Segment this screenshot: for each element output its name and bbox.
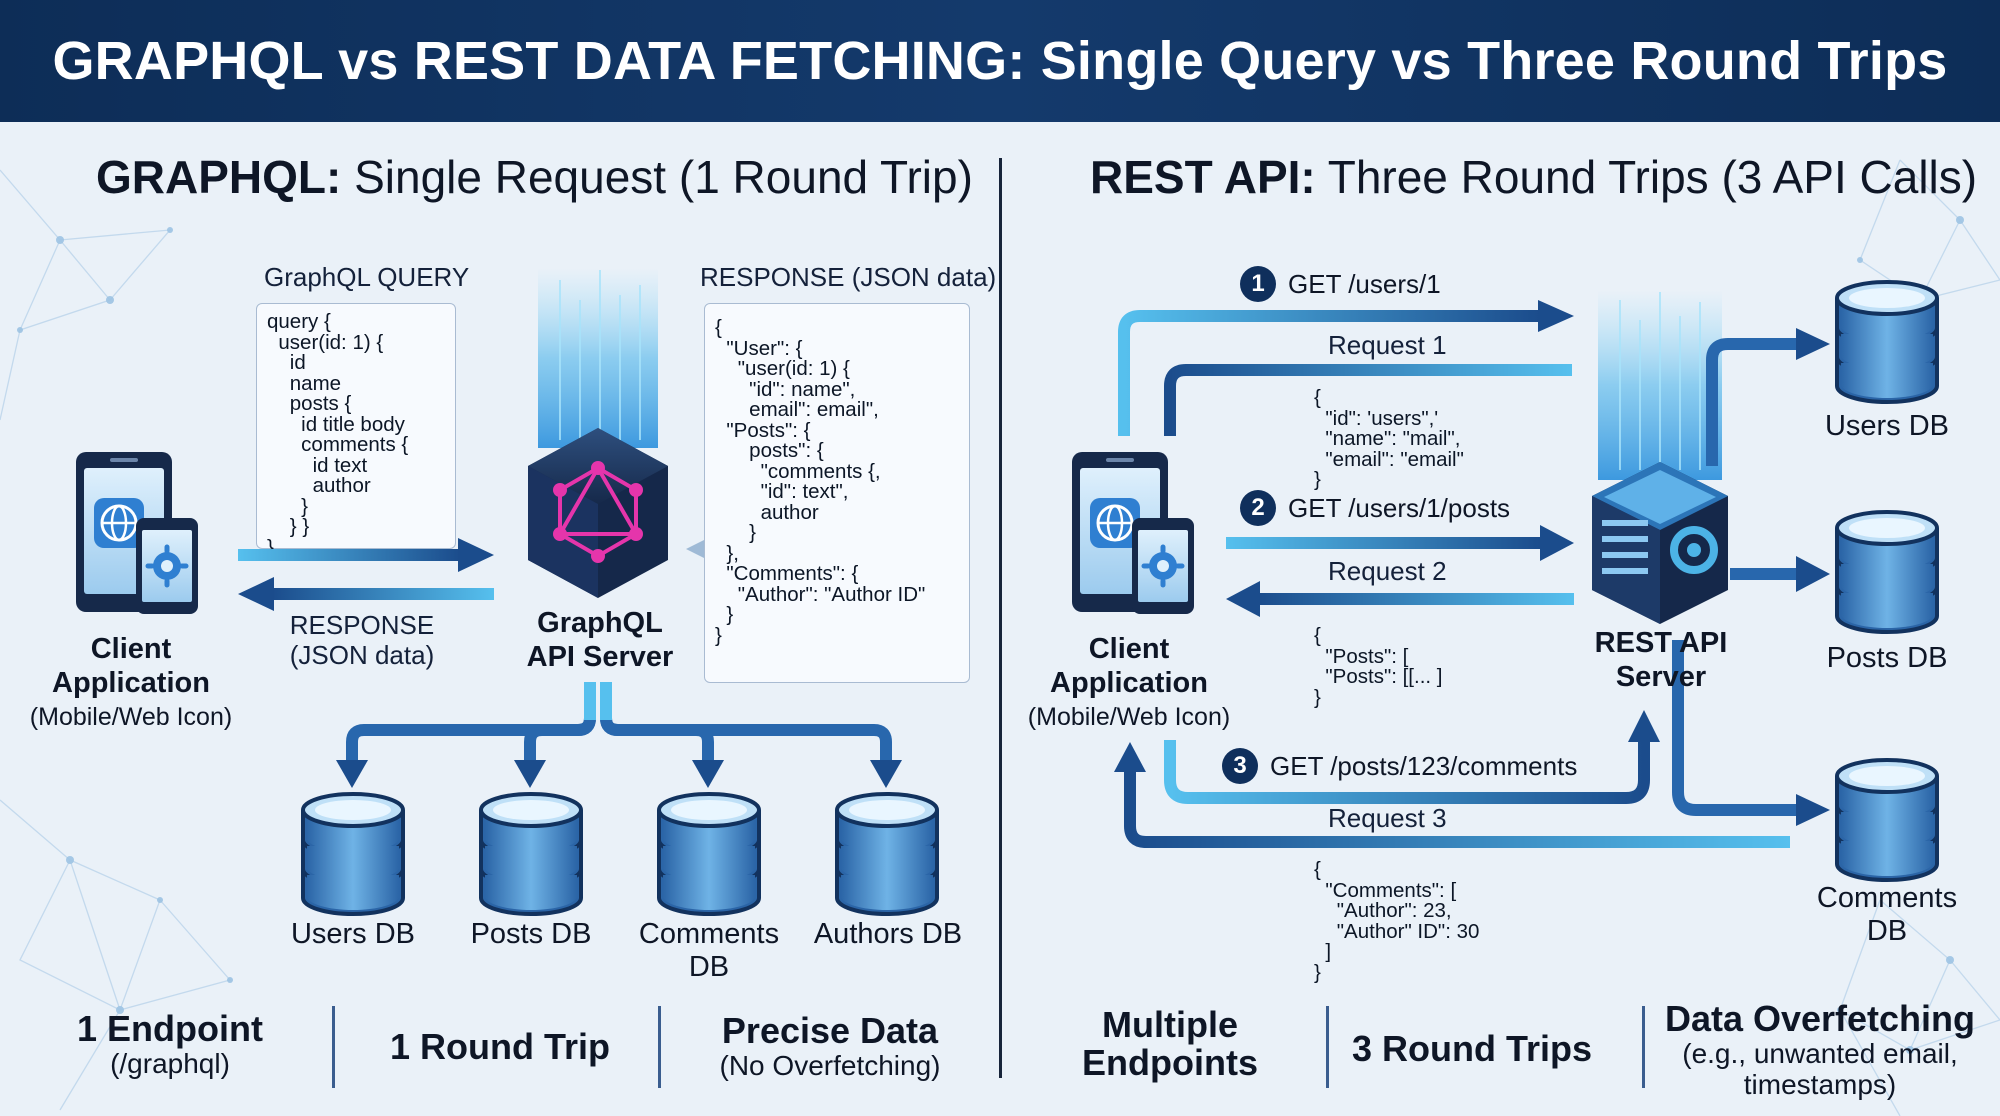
rest-server-to-users-db-arrow: [1706, 328, 1830, 466]
rest-server-to-posts-db-arrow: [1730, 556, 1830, 592]
rest-step2-request-arrow: [1226, 525, 1574, 561]
graphql-heading-rest: Single Request (1 Round Trip): [341, 151, 973, 203]
rest-server-to-comments-db-arrow: [1672, 640, 1830, 826]
rest-step3-request-arrow: [1164, 710, 1660, 804]
rest-stat-overfetching: Data Overfetching (e.g., unwanted email,…: [1664, 998, 1976, 1101]
rest-client-devices-icon: [1072, 452, 1194, 614]
rest-heading-rest: Three Round Trips (3 API Calls): [1315, 151, 1978, 203]
rest-server-icon: [1592, 462, 1728, 624]
graphql-server-icon: [528, 428, 668, 598]
rest-step2-response-arrow: [1226, 581, 1574, 617]
rest-posts-db-icon: [1835, 510, 1939, 634]
rest-step1-request-label: Request 1: [1328, 330, 1447, 360]
graphql-query-label: GraphQL QUERY: [264, 262, 470, 292]
graphql-stat-divider-1: [332, 1006, 335, 1088]
center-divider: [999, 158, 1002, 1078]
graphql-db-label-comments: Comments DB: [638, 918, 780, 983]
graphql-server-label: GraphQL API Server: [526, 607, 674, 673]
rest-step2-badge: 2: [1240, 490, 1276, 526]
rest-client-label: Client Application (Mobile/Web Icon): [1027, 633, 1231, 731]
graphql-stat-divider-2: [658, 1006, 661, 1088]
rest-step2-request-label: Request 2: [1328, 556, 1447, 586]
rest-step3-badge: 3: [1222, 748, 1258, 784]
rest-heading-bold: REST API:: [1090, 151, 1316, 203]
graphql-response-label: RESPONSE (JSON data): [700, 262, 997, 292]
graphql-heading: GRAPHQL: Single Request (1 Round Trip): [96, 150, 973, 204]
rest-step2-response-code: { "Posts": [ "Posts": [[... ] }: [1314, 624, 1443, 709]
rest-stat-divider-2: [1642, 1006, 1645, 1088]
rest-db-label-users: Users DB: [1824, 410, 1950, 442]
graphql-request-arrow: [238, 538, 494, 572]
rest-db-label-posts: Posts DB: [1826, 642, 1948, 674]
rest-stat-divider-1: [1326, 1006, 1329, 1088]
graphql-stat-precise: Precise Data (No Overfetching): [719, 1010, 941, 1082]
rest-step3-response-arrow: [1114, 742, 1790, 848]
rest-server-label: REST API Server: [1594, 627, 1728, 693]
rest-stat-round-trips: 3 Round Trips: [1352, 1028, 1593, 1069]
graphql-heading-bold: GRAPHQL:: [96, 151, 342, 203]
rest-step1-badge: 1: [1240, 266, 1276, 302]
graphql-response-code: { "User": { "user(id: 1) { "id": name", …: [715, 316, 926, 647]
graphql-db-label-authors: Authors DB: [813, 918, 963, 950]
graphql-db-label-posts: Posts DB: [470, 918, 592, 950]
graphql-stat-endpoint: 1 Endpoint (/graphql): [77, 1008, 263, 1080]
page-title: GRAPHQL vs REST DATA FETCHING: Single Qu…: [52, 31, 1948, 91]
rest-heading: REST API: Three Round Trips (3 API Calls…: [1090, 150, 1977, 204]
graphql-response-arrow: [238, 577, 494, 611]
graphql-db-label-users: Users DB: [290, 918, 416, 950]
rest-stat-endpoints: Multiple Endpoints: [1082, 1004, 1258, 1083]
graphql-response-box: { "User": { "user(id: 1) { "id": name", …: [704, 303, 970, 683]
rest-step3-response-code: { "Comments": [ "Author": 23, "Author" I…: [1314, 858, 1480, 984]
title-bar: GRAPHQL vs REST DATA FETCHING: Single Qu…: [0, 0, 2000, 122]
rest-step1-request-arrow: [1118, 300, 1574, 436]
graphql-server-beam: [538, 268, 658, 448]
graphql-db-arrows: [346, 682, 892, 762]
rest-db-label-comments: Comments DB: [1816, 882, 1958, 947]
rest-step3-request-label: Request 3: [1328, 803, 1447, 833]
graphql-client-label: Client Application (Mobile/Web Icon): [29, 633, 233, 731]
rest-users-db-icon: [1835, 280, 1939, 404]
rest-step1-response-code: { "id": 'users",' "name": "mail", "email…: [1314, 386, 1464, 491]
graphql-stat-round-trip: 1 Round Trip: [390, 1026, 610, 1067]
rest-comments-db-icon: [1835, 758, 1939, 882]
rest-step1-response-line: [1164, 364, 1572, 436]
graphql-query-code: query { user(id: 1) { id name posts { id…: [267, 310, 409, 559]
graphql-query-box: query { user(id: 1) { id name posts { id…: [256, 303, 456, 557]
graphql-response-arrow-label: RESPONSE (JSON data): [289, 610, 435, 670]
